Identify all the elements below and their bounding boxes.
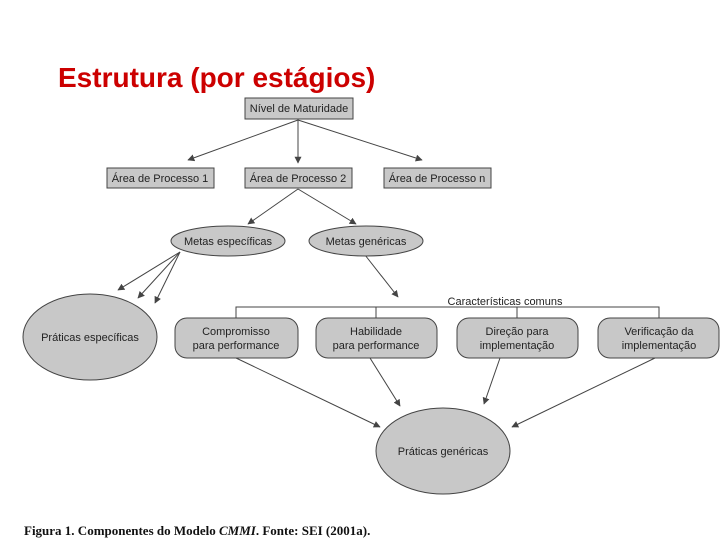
connectors — [117, 119, 660, 428]
arrow-metas-gen-caracteristicas — [364, 254, 399, 298]
arrow-metas-esp-praticas-1 — [117, 251, 181, 291]
caption-prefix: Figura 1. Componentes do Modelo — [24, 523, 219, 538]
generic-practices-label: Práticas genéricas — [398, 446, 489, 458]
commitment-label-line2: para performance — [193, 340, 280, 352]
arrow-direcao-genericas — [482, 357, 501, 405]
commitment-box — [174, 317, 299, 359]
figure-caption: Figura 1. Componentes do Modelo CMMI. Fo… — [24, 523, 370, 539]
arrow-area2-metas-especificas — [247, 188, 299, 225]
common-features-label: Características comuns — [448, 296, 563, 308]
generic-practices-ellipse — [375, 407, 511, 495]
process-area-1-box — [106, 167, 215, 189]
process-area-n-label: Área de Processo n — [389, 172, 486, 185]
directing-implementation-line2: implementação — [480, 340, 555, 352]
specific-practices-ellipse — [22, 293, 158, 381]
process-area-n-box — [383, 167, 492, 189]
arrow-metas-esp-praticas-2 — [137, 251, 181, 299]
process-area-2-box — [244, 167, 353, 189]
caption-suffix: . Fonte: SEI (2001a). — [255, 523, 371, 538]
ability-box — [315, 317, 438, 359]
specific-goals-ellipse — [170, 225, 286, 257]
ability-label-line1: Habilidade — [350, 326, 402, 338]
verifying-implementation-line1: Verificação da — [624, 326, 694, 338]
directing-implementation-box — [456, 317, 579, 359]
maturity-level-box — [244, 97, 354, 120]
verifying-implementation-box — [597, 317, 720, 359]
arrow-maturity-arean — [297, 119, 423, 162]
maturity-level-label: Nível de Maturidade — [250, 103, 348, 115]
ability-label-line2: para performance — [333, 340, 420, 352]
generic-goals-label: Metas genéricas — [326, 236, 407, 248]
slide-title: Estrutura (por estágios) — [58, 62, 376, 93]
arrow-metas-esp-praticas-3 — [154, 251, 181, 304]
bracket-caracteristicas — [235, 306, 660, 318]
verifying-implementation-line2: implementação — [622, 340, 697, 352]
arrow-maturity-area1 — [187, 119, 299, 162]
specific-practices-label: Práticas específicas — [41, 332, 139, 344]
arrow-verificacao-genericas — [511, 357, 656, 428]
arrow-compromisso-genericas — [235, 357, 381, 428]
commitment-label-line1: Compromisso — [202, 326, 270, 338]
caption-model: CMMI — [219, 523, 256, 538]
generic-goals-ellipse — [308, 225, 424, 257]
arrow-area2-metas-genericas — [297, 188, 357, 225]
process-area-2-label: Área de Processo 2 — [250, 172, 347, 185]
directing-implementation-line1: Direção para — [486, 326, 550, 338]
specific-goals-label: Metas específicas — [184, 236, 273, 248]
process-area-1-label: Área de Processo 1 — [112, 172, 209, 185]
arrow-habilidade-genericas — [369, 357, 401, 407]
